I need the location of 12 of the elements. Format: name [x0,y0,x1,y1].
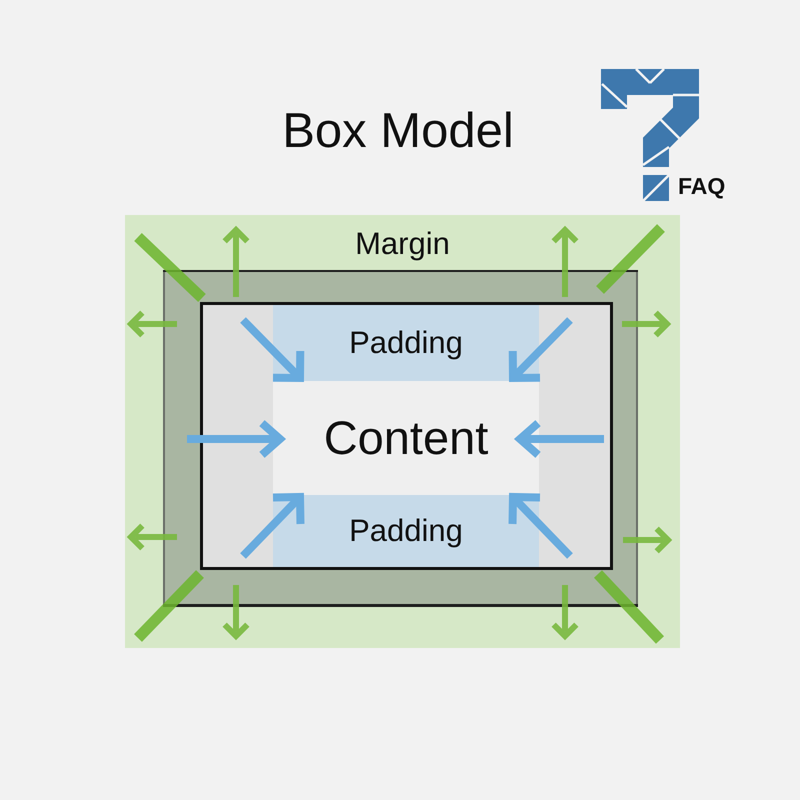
faq-label: FAQ [678,173,726,200]
title: Box Model [282,103,514,160]
border-band [163,270,638,607]
padding-label: Padding [349,325,463,361]
content-label: Content [324,410,488,466]
padding-label: Padding [349,513,463,549]
padding-band [273,495,539,567]
content-area [273,381,539,495]
margin-label: Margin [355,226,450,262]
padding-box [200,302,613,570]
margin-area [125,215,680,648]
padding-band [273,305,539,381]
